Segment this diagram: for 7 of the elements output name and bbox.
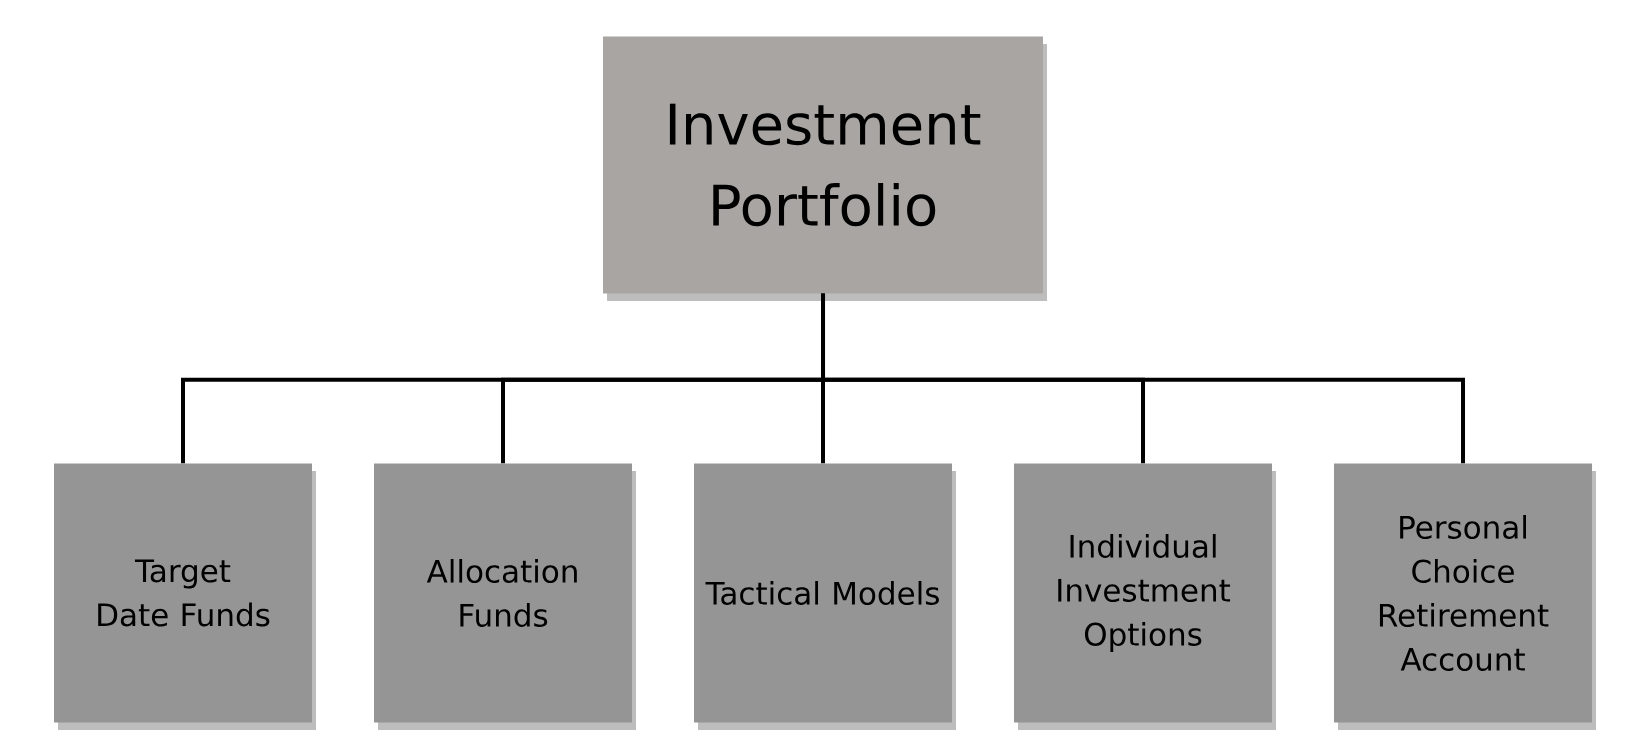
category-box: Target Date Funds (54, 463, 316, 730)
category-box: Personal Choice Retirement Account (1334, 463, 1596, 730)
title-box: Investment Portfolio (603, 36, 1047, 301)
category-box: Tactical Models (694, 463, 956, 730)
category-box: Allocation Funds (374, 463, 636, 730)
category-box: Individual Investment Options (1014, 463, 1276, 730)
connector-line (821, 293, 1465, 464)
